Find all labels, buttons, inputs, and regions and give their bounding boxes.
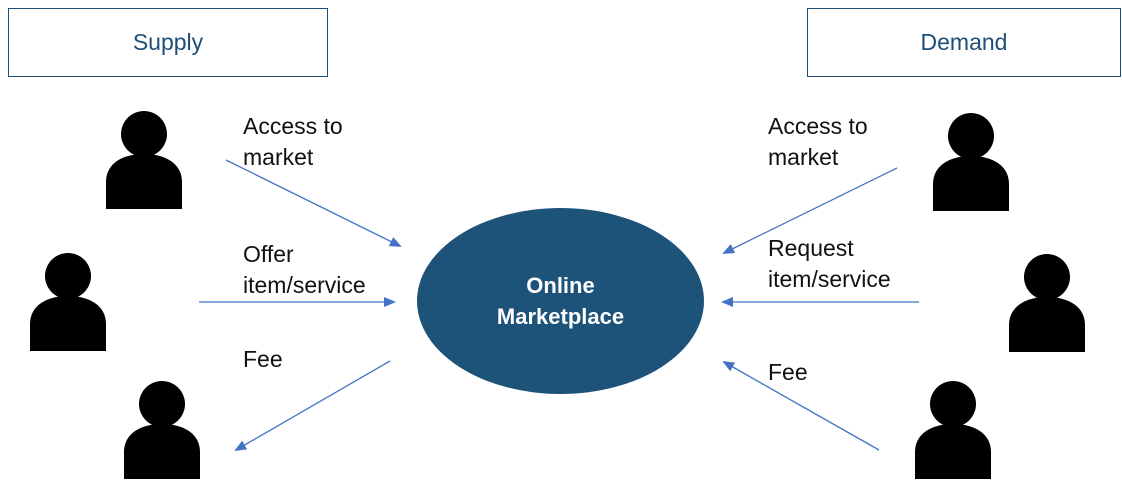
label-line: Access to: [768, 113, 868, 139]
supply-access-label: Access to market: [243, 111, 343, 173]
person-icon: [106, 111, 182, 209]
supply-offer-label: Offer item/service: [243, 239, 366, 301]
demand-request-label: Request item/service: [768, 233, 891, 295]
arrow-line: [225, 159, 402, 247]
person-icon: [124, 381, 200, 479]
demand-fee-label: Fee: [768, 357, 808, 388]
arrow-line: [722, 167, 898, 254]
supply-fee-label: Fee: [243, 344, 283, 375]
arrow-line: [234, 360, 391, 452]
person-icon: [933, 113, 1009, 211]
label-line: market: [243, 144, 314, 170]
person-icon: [1009, 254, 1085, 352]
supply-title: Supply: [132, 29, 204, 55]
person-icon: [915, 381, 991, 479]
arrow-line: [722, 361, 880, 451]
label-line: Access to: [243, 113, 343, 139]
demand-title: Demand: [920, 29, 1008, 55]
label-line: Offer: [243, 241, 294, 267]
label-line: market: [768, 144, 839, 170]
online-marketplace-hub: Online Marketplace: [417, 208, 704, 394]
supply-header-box: Supply: [8, 8, 328, 77]
demand-access-label: Access to market: [768, 111, 868, 173]
label-line: Fee: [768, 359, 808, 385]
label-line: item/service: [243, 272, 366, 298]
person-icon: [30, 253, 106, 351]
hub-line: Online: [526, 273, 595, 298]
label-line: Request: [768, 235, 854, 261]
label-line: Fee: [243, 346, 283, 372]
hub-line: Marketplace: [496, 304, 625, 329]
demand-header-box: Demand: [807, 8, 1121, 77]
label-line: item/service: [768, 266, 891, 292]
